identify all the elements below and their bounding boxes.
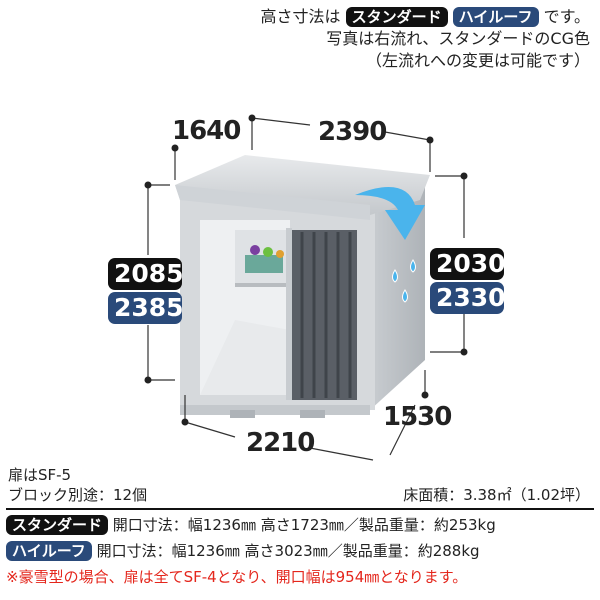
spec-row-highroof: ハイルーフ 開口寸法：幅1236㎜ 高さ3023㎜／製品重量：約288kg xyxy=(6,540,480,562)
rain-flow-arrow-icon xyxy=(355,187,425,240)
divider xyxy=(6,508,594,510)
height-right-standard-badge: 2030 xyxy=(430,248,506,280)
spec-standard-text: 開口寸法：幅1236㎜ 高さ1723㎜／製品重量：約253kg xyxy=(112,516,496,534)
spec-highroof-text: 開口寸法：幅1236㎜ 高さ3023㎜／製品重量：約288kg xyxy=(96,542,480,560)
header-note: 高さ寸法は スタンダード ハイルーフ です。 写真は右流れ、スタンダードのCG色… xyxy=(260,6,590,72)
height-left-standard-badge: 2085 xyxy=(108,258,184,290)
height-right-highroof-badge: 2330 xyxy=(430,282,506,314)
depth-top-label: 1640 xyxy=(172,116,241,146)
spec-row-standard: スタンダード 開口寸法：幅1236㎜ 高さ1723㎜／製品重量：約253kg xyxy=(6,514,496,536)
spec-highroof-badge: ハイルーフ xyxy=(6,541,92,561)
header-line-3: （左流れへの変更は可能です） xyxy=(365,51,590,70)
shed-illustration xyxy=(144,114,468,461)
width-bottom-label: 2210 xyxy=(246,428,315,458)
heavy-snow-note: ※豪雪型の場合、扉は全てSF-4となり、開口幅は954㎜となります。 xyxy=(6,568,468,586)
width-top-label: 2390 xyxy=(318,117,387,147)
standard-badge: スタンダード xyxy=(345,7,448,27)
height-left-highroof-badge: 2385 xyxy=(108,292,184,324)
highroof-badge: ハイルーフ xyxy=(452,7,539,27)
header-line-2: 写真は右流れ、スタンダードのCG色 xyxy=(326,29,590,48)
floor-area-info: 床面積：3.38㎡（1.02坪） xyxy=(403,486,590,504)
door-info: 扉はSF-5 xyxy=(8,466,72,484)
block-info: ブロック別途：12個 xyxy=(8,486,148,504)
header-line-1: 高さ寸法は スタンダード ハイルーフ です。 xyxy=(260,7,590,27)
spec-standard-badge: スタンダード xyxy=(6,515,109,535)
depth-bottom-label: 1530 xyxy=(383,402,452,432)
